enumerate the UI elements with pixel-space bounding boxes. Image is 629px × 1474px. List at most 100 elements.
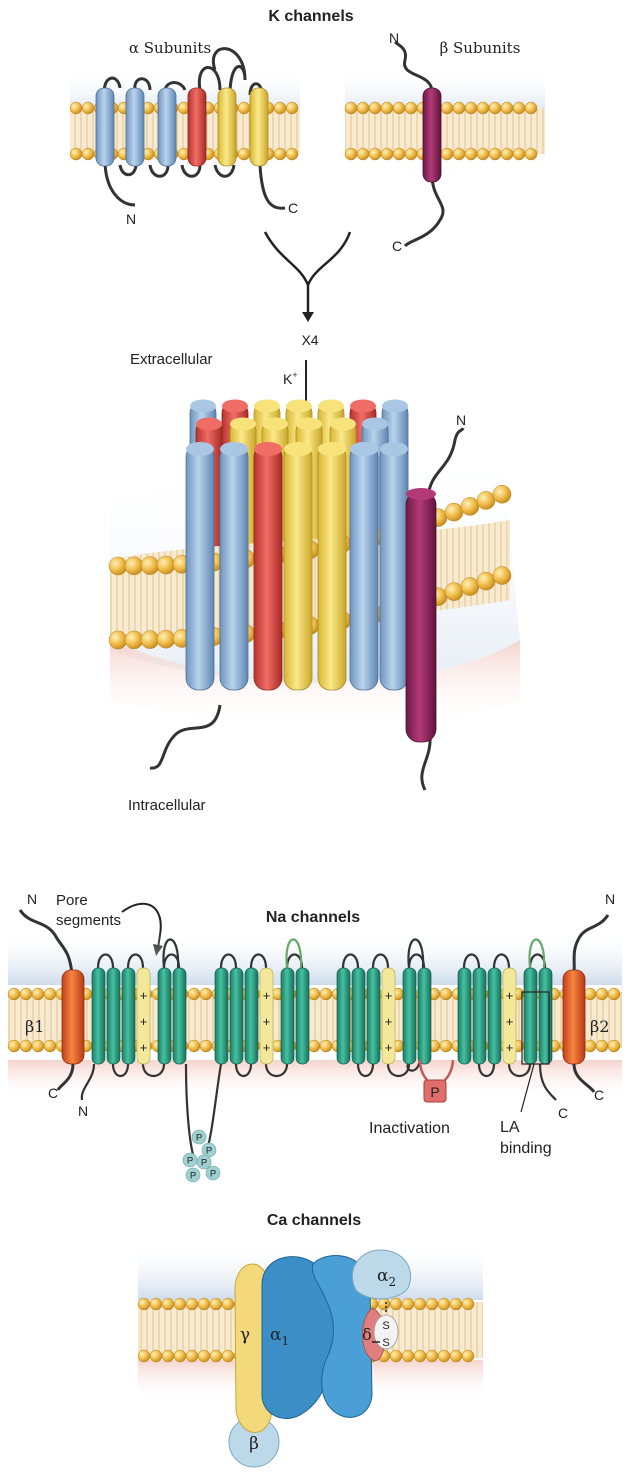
na-helix-segment	[158, 968, 171, 1064]
beta-c-terminus: C	[392, 238, 402, 254]
lipid-head	[393, 102, 405, 114]
lipid-head	[441, 148, 453, 160]
lipid-head	[450, 1350, 462, 1362]
na-n-left-inner: N	[78, 1103, 88, 1119]
ca-beta-label: β	[249, 1434, 259, 1454]
lipid-head	[141, 631, 159, 649]
helix-s6	[250, 88, 268, 166]
lipid-head	[584, 1040, 596, 1052]
lipid-head	[138, 1350, 150, 1362]
inactivation-p-label: P	[430, 1084, 439, 1100]
lipid-head	[125, 557, 143, 575]
lipid-head	[82, 148, 94, 160]
na-channels-title: Na channels	[266, 909, 360, 926]
lipid-head	[381, 102, 393, 114]
s4-charge-plus: +	[140, 1014, 148, 1029]
lipid-head	[493, 485, 511, 503]
na-n-right: N	[605, 891, 615, 907]
tetramer-helix-front	[380, 445, 408, 690]
k-channel-tetramer	[109, 400, 520, 791]
gamma-label: γ	[240, 1325, 250, 1345]
assembly-arrowhead	[302, 312, 314, 322]
na-c-right-inner: C	[558, 1105, 568, 1121]
lipid-head	[390, 1350, 402, 1362]
helix-s3	[158, 88, 176, 166]
tetramer-helix-front	[186, 445, 214, 690]
lipid-head	[462, 1298, 474, 1310]
lipid-head	[274, 148, 286, 160]
tetramer-helix-front	[220, 445, 248, 690]
lipid-head	[188, 1040, 200, 1052]
ca-channels-title: Ca channels	[267, 1212, 361, 1229]
lipid-head	[320, 988, 332, 1000]
tetramer-helix-front-top	[284, 442, 312, 456]
lipid-head	[70, 148, 82, 160]
lipid-head	[450, 1298, 462, 1310]
lipid-head	[489, 148, 501, 160]
tetramer-helix-back-top	[254, 400, 280, 413]
phospho-p-label: P	[210, 1169, 216, 1180]
tetramer-helix-mid-top	[296, 418, 322, 431]
lipid-head	[345, 102, 357, 114]
lipid-head	[445, 583, 463, 601]
tetramer-beta-helix	[406, 492, 436, 742]
lipid-head	[141, 557, 159, 575]
disulfide-s-bottom: S	[382, 1337, 389, 1349]
lipid-head	[20, 1040, 32, 1052]
s4-charge-plus: +	[506, 988, 514, 1003]
s4-charge-plus: +	[385, 1040, 393, 1055]
na-helix-segment	[337, 968, 350, 1064]
lipid-head	[453, 102, 465, 114]
na-helix-segment	[296, 968, 309, 1064]
beta-subunits-label: β Subunits	[440, 39, 521, 57]
lipid-head	[608, 988, 620, 1000]
tetramer-helix-back-top	[190, 400, 216, 413]
phospho-p-label: P	[187, 1156, 193, 1167]
lipid-head	[186, 1350, 198, 1362]
tetramer-helix-front-top	[254, 442, 282, 456]
lipid-head	[426, 1350, 438, 1362]
tetramer-helix-mid-top	[262, 418, 288, 431]
beta2-label: β2	[590, 1017, 609, 1036]
lipid-head	[82, 102, 94, 114]
lipid-head	[8, 988, 20, 1000]
lipid-head	[210, 1350, 222, 1362]
lipid-head	[174, 1350, 186, 1362]
lipid-head	[525, 102, 537, 114]
tetramer-helix-back-top	[350, 400, 376, 413]
lipid-head	[320, 1040, 332, 1052]
na-helix-segment	[473, 968, 486, 1064]
tetramer-helix-back-top	[318, 400, 344, 413]
na-helix-segment	[352, 968, 365, 1064]
lipid-head	[402, 1350, 414, 1362]
helix-s5	[218, 88, 236, 166]
lipid-head	[438, 1298, 450, 1310]
s4-charge-plus: +	[140, 988, 148, 1003]
lipid-head	[188, 988, 200, 1000]
na-helix-segment	[367, 968, 380, 1064]
tetramer-helix-front	[254, 445, 282, 690]
s4-charge-plus: +	[263, 1014, 271, 1029]
lipid-head	[584, 988, 596, 1000]
helix-s4	[188, 88, 206, 166]
lipid-head	[157, 556, 175, 574]
k-channels-section: K channels α Subunits β Subunits N C	[70, 8, 545, 814]
lipid-head	[477, 491, 495, 509]
tetramer-helix-mid-top	[230, 418, 256, 431]
lipid-head	[198, 1350, 210, 1362]
assembly-arrow	[265, 232, 350, 314]
lipid-head	[138, 1298, 150, 1310]
lipid-head	[345, 148, 357, 160]
na-helix-segment	[230, 968, 243, 1064]
lipid-head	[274, 102, 286, 114]
s4-charge-plus: +	[385, 1014, 393, 1029]
lipid-head	[596, 988, 608, 1000]
lipid-head	[489, 102, 501, 114]
s4-charge-plus: +	[506, 1014, 514, 1029]
tetramer-helix-front	[350, 445, 378, 690]
k-ion-label: K+	[283, 370, 298, 387]
lipid-head	[157, 630, 175, 648]
phospho-p-label: P	[196, 1133, 202, 1144]
tetramer-helix-front	[284, 445, 312, 690]
